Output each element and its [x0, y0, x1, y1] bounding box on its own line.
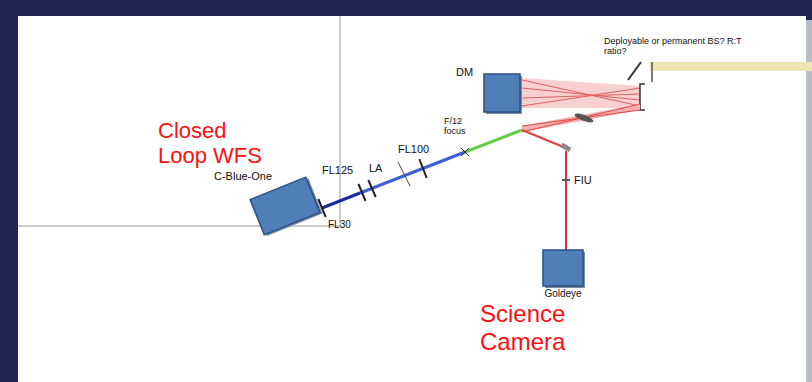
lens-fl125	[359, 184, 366, 201]
camera-outline	[212, 170, 326, 252]
camera-label: Goldeye	[530, 288, 596, 300]
red-beam	[522, 130, 566, 148]
grid-line	[340, 16, 341, 226]
lens-array	[368, 180, 375, 197]
camera-node: Goldeye	[530, 248, 596, 302]
red-beam-hatch	[522, 80, 640, 106]
camera-box	[250, 177, 320, 235]
part-label: FL100	[398, 143, 429, 156]
camera-label: DM	[456, 66, 473, 79]
section-title: Closed Loop WFS	[158, 118, 270, 169]
part-label: FL30	[328, 219, 351, 231]
red-beam	[522, 78, 640, 108]
camera-body	[543, 250, 585, 288]
camera-label: C-Blue-One	[214, 170, 272, 183]
camera-body	[250, 176, 322, 236]
camera-node: DM	[452, 64, 526, 116]
input-beam	[650, 62, 812, 71]
part-label: FIU	[574, 174, 592, 187]
green-beam	[465, 130, 522, 152]
fold-mirror	[640, 84, 645, 110]
red-beam	[565, 151, 567, 250]
optic-mount	[651, 62, 653, 82]
camera-box	[484, 74, 520, 112]
part-label: LA	[369, 162, 382, 175]
beam-splitter	[628, 62, 641, 80]
blue-beam	[322, 193, 360, 208]
red-beam-hatch	[522, 104, 640, 132]
part-label: F/12 focus	[444, 116, 474, 137]
part-label: FL125	[322, 164, 353, 177]
section-title: Science Camera	[480, 300, 592, 355]
lens-fl100	[419, 159, 426, 178]
optic-line	[398, 162, 410, 186]
pickoff-mirror	[560, 143, 571, 152]
camera-node: C-Blue-One	[212, 170, 326, 252]
lens	[574, 112, 595, 124]
fiu-mark	[562, 179, 570, 181]
camera-box	[543, 250, 583, 286]
red-beam	[522, 104, 640, 132]
camera-body	[484, 74, 522, 114]
blue-beam	[360, 152, 465, 193]
part-label: Deployable or permanent BS? R:T ratio?	[604, 36, 744, 57]
focus-mark	[461, 148, 469, 156]
